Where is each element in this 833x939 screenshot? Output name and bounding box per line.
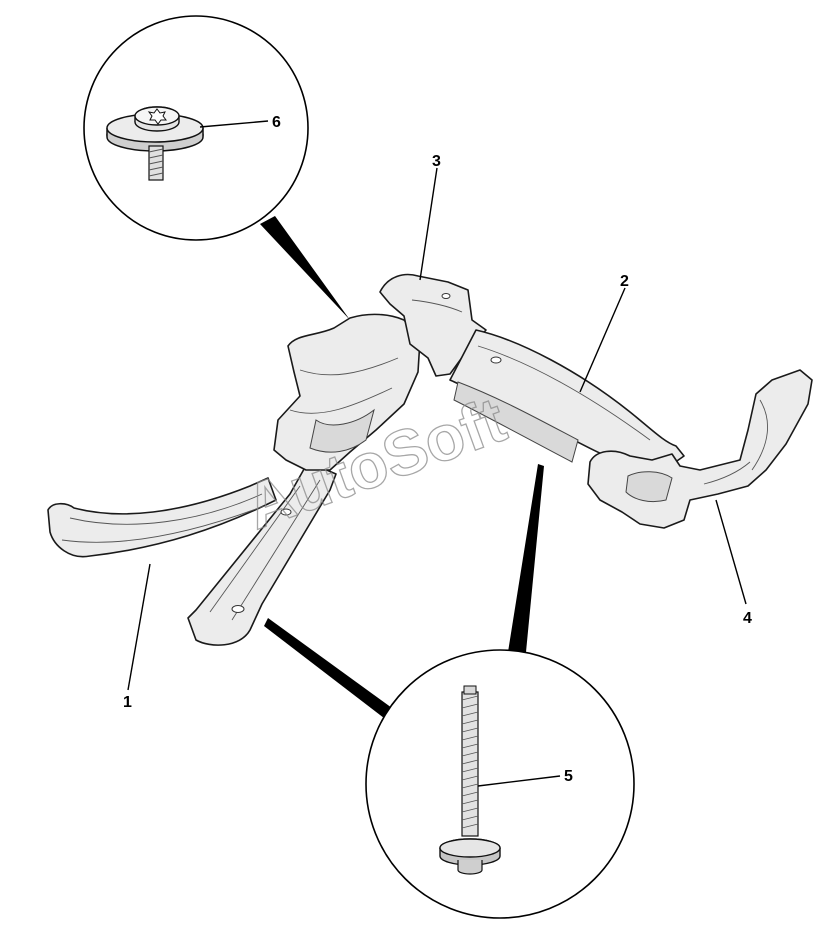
bracket-assembly [47, 273, 813, 646]
detail-pointer-5b [508, 464, 544, 652]
leader-1 [127, 563, 151, 691]
callout-label-5: 5 [564, 768, 573, 785]
callout-label-1: 1 [123, 694, 132, 711]
part-1-left-arm [47, 477, 277, 558]
detail-circle-long-screw: 5 [365, 649, 635, 919]
part-3-top-plate [379, 273, 487, 377]
screw-thread-long [461, 685, 479, 837]
screw-thread-short [148, 145, 164, 181]
leader-3 [419, 167, 438, 281]
leader-2 [579, 287, 626, 393]
detail-circle-washer-screw: 6 [83, 15, 309, 241]
detail-pointer-6 [260, 216, 350, 320]
callout-label-2: 2 [620, 273, 629, 290]
part-3-center-saddle [273, 313, 421, 471]
torx-recess [147, 108, 167, 125]
callout-label-6: 6 [272, 114, 281, 131]
leader-4 [715, 499, 747, 605]
detail-pointer-5a [264, 618, 392, 718]
callout-label-3: 3 [432, 153, 441, 170]
callout-label-4: 4 [743, 610, 752, 627]
